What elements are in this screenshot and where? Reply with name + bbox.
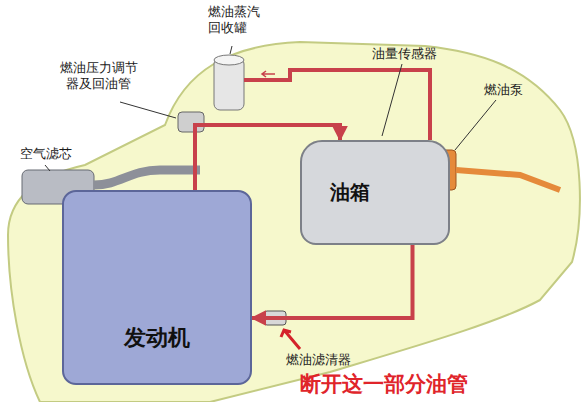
part-label: 燃油压力调节 器及回油管 bbox=[58, 60, 140, 91]
leader-line bbox=[455, 100, 496, 150]
part-label: 燃油蒸汽 回收罐 bbox=[208, 4, 264, 35]
part-name: 油箱 bbox=[330, 179, 370, 206]
part-label: 油量传感器 bbox=[372, 46, 437, 62]
leader-line bbox=[230, 46, 232, 54]
pointer-arrow bbox=[281, 330, 300, 349]
part-label: 燃油滤清器 bbox=[286, 352, 351, 368]
part-name: 发动机 bbox=[124, 323, 190, 353]
vapor-canister bbox=[214, 58, 244, 110]
pump-pipe bbox=[456, 170, 560, 190]
leader-line bbox=[45, 165, 50, 171]
note-text: 断开这一部分油管 bbox=[300, 372, 468, 397]
leader-line bbox=[382, 64, 402, 136]
fuel-tank: 油箱 bbox=[300, 140, 450, 245]
intake-pipe bbox=[94, 170, 200, 185]
part-label: 空气滤芯 bbox=[20, 146, 72, 162]
vapor-pipe bbox=[244, 70, 430, 140]
car-body bbox=[8, 42, 580, 402]
vapor-canister-top bbox=[214, 55, 244, 65]
engine-block: 发动机 bbox=[62, 190, 252, 385]
flow-arrow bbox=[262, 71, 275, 77]
leader-line bbox=[120, 102, 176, 118]
pressure-regulator bbox=[178, 112, 204, 132]
fuel-pipe bbox=[252, 245, 413, 318]
part-label: 燃油泵 bbox=[484, 82, 523, 98]
